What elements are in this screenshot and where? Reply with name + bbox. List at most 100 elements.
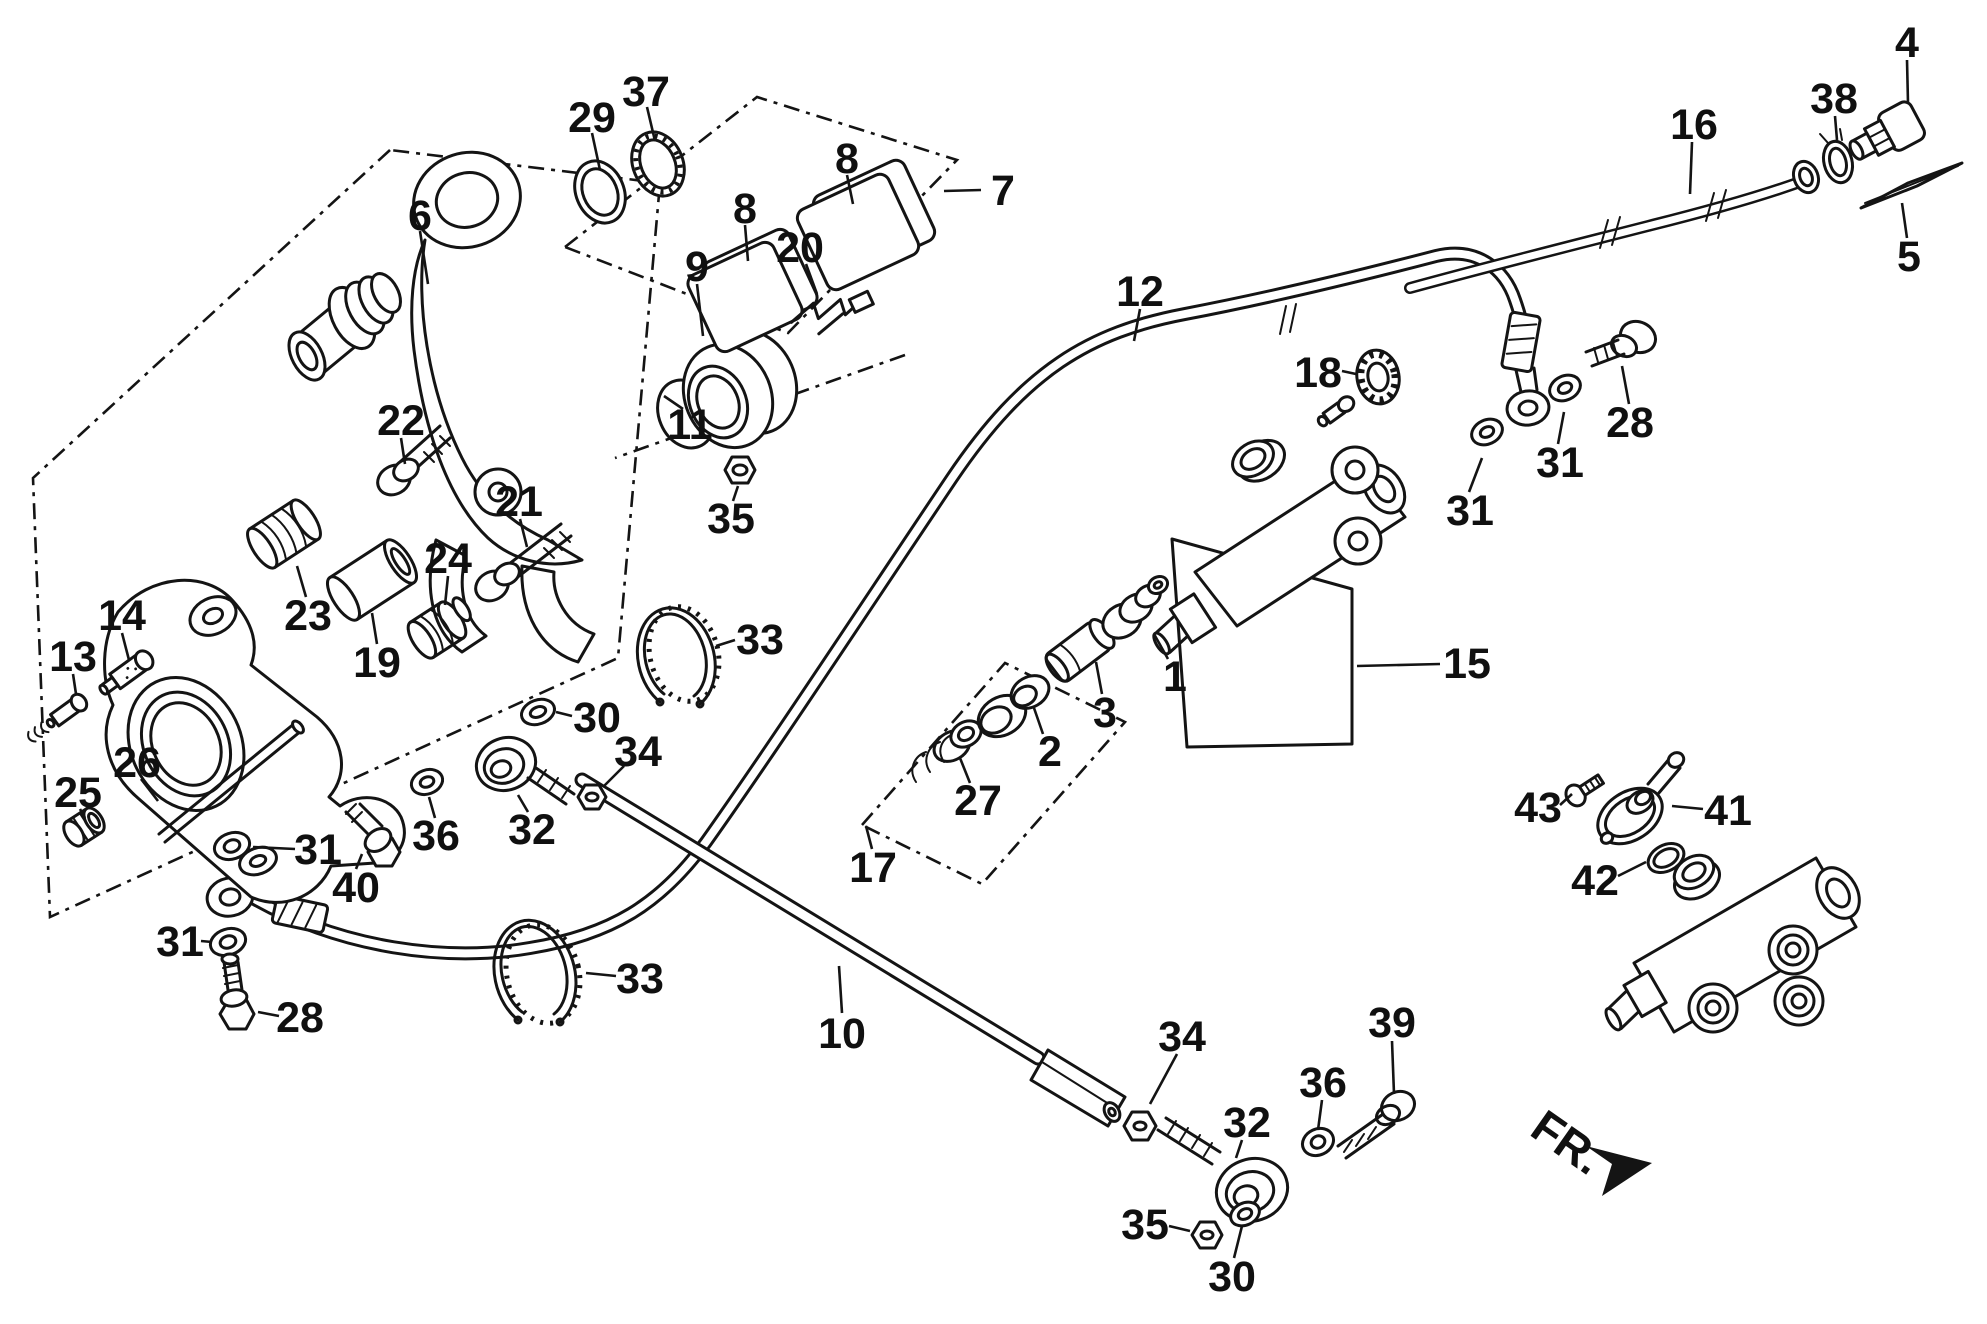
leader-line-27 [958,757,972,784]
part-label-6: 6 [408,192,432,240]
banjo-bolt-40 [344,802,402,868]
leader-line-5 [1900,202,1909,239]
part-label-7: 7 [991,167,1015,215]
part-label-31: 31 [156,918,204,966]
master-cylinder-15 [1152,395,1407,656]
fr-direction-arrow [1586,1146,1652,1196]
leader-line-28 [257,1010,280,1018]
clevis-assembled [1604,969,1668,1032]
cylinder-clevis [1152,592,1218,656]
leader-line-8 [845,174,855,205]
brake-pipe-16 [1404,159,1821,294]
reservoir-socket [1231,438,1286,483]
leader-line-12 [1132,308,1142,342]
leader-line-26 [139,778,160,802]
part-label-36: 36 [1299,1059,1347,1107]
bracket-boss [473,467,523,517]
part-label-13: 13 [49,633,97,681]
leader-line-2 [1032,707,1045,735]
seal-ring-29 [573,159,627,225]
pipe-joint-4 [1848,100,1926,161]
part-label-24: 24 [424,535,472,583]
leader-line-11 [663,394,684,411]
part-label-14: 14 [98,592,146,640]
spring-27 [911,733,955,783]
part-label-15: 15 [1443,640,1491,688]
locknut-34-rod [1122,1110,1158,1142]
part-label-31: 31 [1536,439,1584,487]
washer-30-caliper [520,697,556,727]
leader-line-30 [555,710,573,718]
leader-line-15 [1356,662,1441,668]
pipe-open-end [1791,159,1821,195]
pin-boot-24 [406,596,472,660]
piston-kit [911,574,1170,783]
bleeder-screw-13 [27,692,89,743]
part-label-1: 1 [1163,653,1187,701]
part-label-37: 37 [622,68,670,116]
nut-35-rod [1190,1220,1224,1250]
part-label-18: 18 [1294,349,1342,397]
part-label-29: 29 [568,94,616,142]
part-label-19: 19 [353,639,401,687]
nut-35-bracket [723,455,757,485]
leader-line-20 [804,263,819,295]
leader-line-37 [645,106,657,142]
leader-line-33 [585,971,617,978]
part-label-4: 4 [1895,19,1919,67]
part-label-20: 20 [776,224,824,272]
leader-line-33 [715,638,736,648]
spring-clip-33-lower [492,918,583,1027]
leader-line-43 [1559,793,1573,806]
leader-line-19 [370,612,379,645]
leader-line-39 [1390,1040,1396,1095]
leader-line-38 [1833,115,1839,141]
piston-3 [1044,618,1116,683]
leader-line-9 [695,283,705,337]
leader-line-31 [252,845,296,851]
snap-ring-37 [630,130,686,198]
pipe-clamp-38 [1819,128,1855,185]
rod-thread [1156,1116,1222,1166]
leader-line-25 [78,808,87,819]
leader-line-31 [1556,411,1566,445]
leader-line-34 [602,765,625,788]
pad-pin-26 [157,719,305,844]
part-label-35: 35 [1121,1201,1169,1249]
pin-sleeve-19 [325,538,419,622]
part-label-40: 40 [332,864,380,912]
boot-ring-18 [1355,348,1401,406]
part-label-43: 43 [1514,784,1562,832]
part-label-22: 22 [377,397,425,445]
piston-end-1 [1101,574,1170,640]
leader-line-36 [1316,1099,1324,1131]
brake-pad-inner-8 [686,227,819,354]
sealing-washer-31-mc-left [1470,417,1504,447]
part-label-35: 35 [707,495,755,543]
leader-line-7 [943,188,982,193]
leader-line-40 [354,853,364,870]
leader-line-32 [1234,1139,1244,1159]
leader-line-24 [443,575,450,606]
pipe-insert-5 [1859,161,1964,210]
part-label-36: 36 [412,812,460,860]
leader-line-8 [743,224,750,262]
part-label-32: 32 [1223,1099,1271,1147]
leader-line-10 [837,965,844,1014]
washer-36-rod [1300,1126,1336,1158]
part-label-3: 3 [1093,689,1117,737]
leader-line-14 [120,632,131,661]
reservoir-joint-41 [1596,751,1686,846]
part-label-30: 30 [1208,1253,1256,1301]
leader-line-42 [1617,860,1647,878]
part-label-34: 34 [614,728,662,776]
part-label-27: 27 [954,777,1002,825]
part-label-21: 21 [495,478,543,526]
part-label-31: 31 [1446,487,1494,535]
leader-line-31 [200,939,213,944]
washer-36-caliper [409,767,445,797]
leader-line-31 [1467,457,1484,493]
piston-boot-9 [681,328,799,450]
cylinder-joint-bolt [1316,395,1356,428]
